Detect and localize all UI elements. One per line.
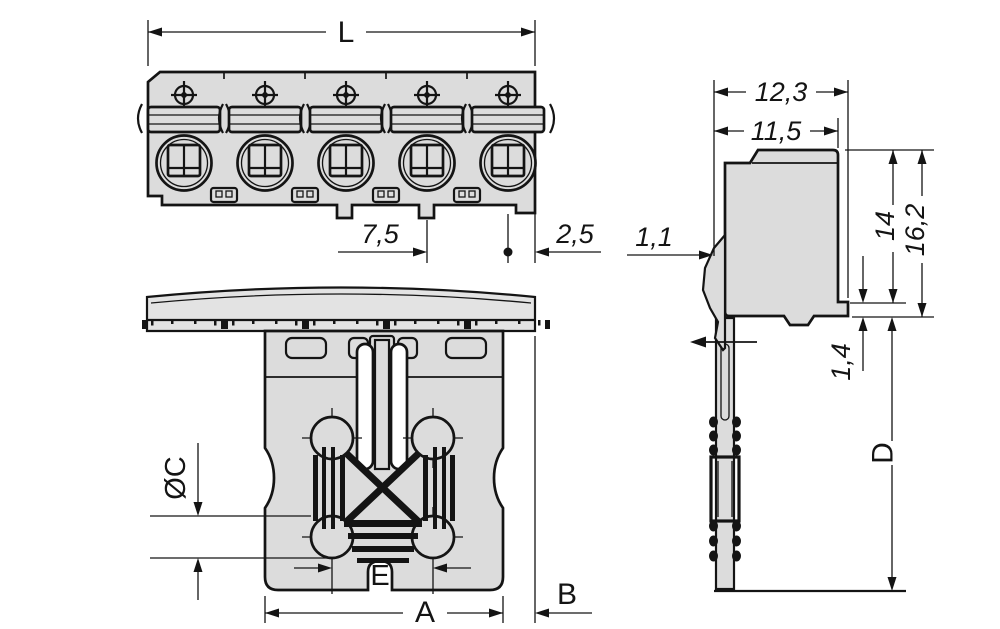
dim-length-label: L <box>338 16 355 49</box>
dim-pin-length: D <box>867 317 900 591</box>
dim-pin-spacing: E <box>294 560 471 592</box>
dim-latch-offset-label: 1,1 <box>635 222 673 252</box>
side-view: 12,3 11,5 1,1 14 16,2 <box>627 77 934 593</box>
front-view: ØC E A B <box>142 286 592 629</box>
dim-length-L: L <box>147 16 536 66</box>
pin-sleeve <box>709 455 741 523</box>
dim-latch-offset: 1,1 <box>627 222 713 260</box>
keying-cross <box>313 447 455 563</box>
dim-height-total-label: 16,2 <box>900 204 930 257</box>
latch-ear <box>371 186 401 204</box>
dim-height-body-label: 14 <box>870 211 900 241</box>
dim-pin-diameter: ØC <box>150 443 331 600</box>
dim-pin-diameter-label: ØC <box>160 456 192 500</box>
dim-standoff: 1,4 <box>826 256 868 381</box>
dim-body-width: A <box>264 596 504 629</box>
latch-ear <box>290 186 320 204</box>
dim-depth-total-label: 12,3 <box>755 77 808 107</box>
dim-height-body: 14 <box>870 150 900 303</box>
dim-pitch: 7,5 <box>338 214 536 263</box>
dim-standoff-label: 1,4 <box>826 343 856 381</box>
latch-ear <box>452 186 482 204</box>
dim-edge-offset-label: 2,5 <box>555 219 595 249</box>
dim-pitch-label: 7,5 <box>361 219 400 249</box>
dim-plate-overhang-label: B <box>557 578 577 611</box>
dim-depth-total: 12,3 <box>713 77 849 298</box>
top-view: L 7,5 2,5 <box>136 16 601 263</box>
dim-pin-length-label: D <box>867 442 900 464</box>
center-tongue <box>373 338 391 471</box>
dim-plate-overhang: B <box>534 336 592 623</box>
dim-body-width-label: A <box>415 596 435 629</box>
solder-pin <box>714 316 736 591</box>
latch-indicator-arrow <box>690 336 757 348</box>
dim-depth-body: 11,5 <box>714 116 839 148</box>
dim-pin-spacing-label: E <box>370 560 389 592</box>
latch-ear <box>209 186 239 204</box>
side-body <box>723 148 850 327</box>
dim-edge-offset: 2,5 <box>535 219 601 257</box>
pin-ribs <box>709 416 741 562</box>
dim-height-total: 16,2 <box>900 150 930 317</box>
dim-depth-body-label: 11,5 <box>751 116 803 146</box>
side-latch <box>701 231 727 352</box>
